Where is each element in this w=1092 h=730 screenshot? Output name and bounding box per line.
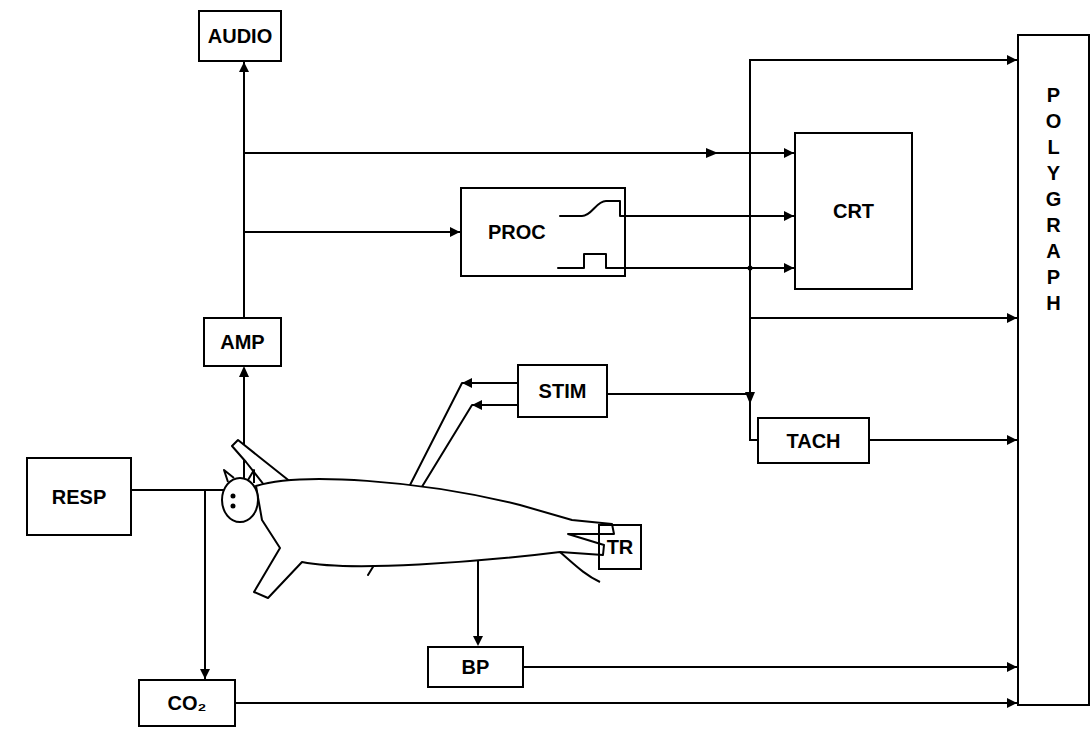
junction-dot — [748, 266, 753, 271]
signal-line — [626, 268, 757, 440]
stimulator-box: STIM — [517, 364, 608, 418]
signal-line — [524, 666, 1017, 668]
signal-line — [608, 268, 750, 394]
crt-box: CRT — [794, 132, 913, 290]
bp-box: BP — [427, 646, 524, 688]
temperature-box: TR — [598, 524, 642, 570]
box-label: AMP — [220, 331, 264, 353]
processor-box: PROC — [460, 187, 626, 277]
signal-line — [626, 60, 1017, 268]
signal-line — [132, 490, 205, 679]
signal-line — [244, 153, 794, 317]
arrowhead — [473, 636, 483, 646]
box-label: STIM — [539, 380, 587, 402]
box-label: AUDIO — [208, 25, 272, 47]
signal-line — [244, 232, 460, 317]
polygraph-box: POLYGRAPH — [1017, 34, 1090, 706]
signal-line — [870, 439, 1017, 441]
ramp-waveform — [560, 201, 626, 216]
signal-line — [626, 268, 1017, 318]
respirator-box: RESP — [26, 457, 132, 536]
audio-box: AUDIO — [198, 10, 282, 62]
arrowhead — [239, 366, 249, 377]
amplifier-box: AMP — [203, 317, 282, 367]
arrowhead — [472, 400, 482, 410]
co2-box: CO₂ — [138, 679, 236, 727]
box-label: TACH — [786, 430, 840, 452]
bp-catheter — [477, 556, 479, 638]
tachometer-box: TACH — [757, 417, 870, 464]
box-label: CO₂ — [168, 692, 207, 714]
box-label: TR — [607, 536, 634, 558]
signal-line — [626, 215, 794, 217]
box-label: PROC — [488, 221, 546, 243]
signal-line — [236, 702, 1017, 704]
box-label: POLYGRAPH — [1044, 82, 1064, 316]
box-label: RESP — [52, 486, 106, 508]
cat-figure — [222, 440, 614, 598]
box-label: CRT — [833, 200, 874, 222]
arrowhead — [462, 378, 472, 388]
pulse-waveform — [558, 254, 624, 268]
box-label: BP — [462, 656, 490, 678]
